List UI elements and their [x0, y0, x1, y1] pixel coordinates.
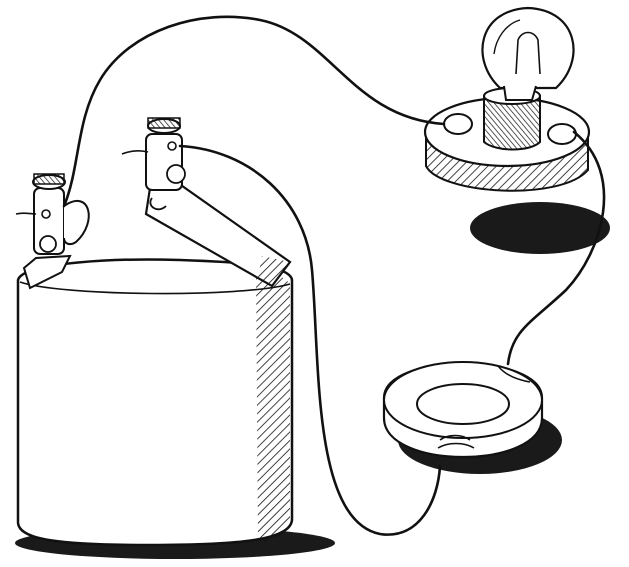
coil-windings-front	[437, 434, 475, 449]
bulb-socket	[423, 87, 610, 254]
clip-wire-stub	[15, 212, 37, 215]
lever-pivot	[149, 197, 167, 211]
lever-hole	[167, 141, 177, 151]
coil-windings-right	[497, 365, 531, 383]
bulb-glint	[493, 19, 521, 55]
lever-nut	[166, 164, 186, 184]
coil-hole	[416, 383, 510, 425]
wire-left-terminal-to-socket	[62, 15, 446, 208]
battery-cell	[15, 258, 335, 559]
clip-base	[22, 254, 72, 290]
clip-nut	[39, 235, 57, 253]
lever-screw-knurl	[147, 117, 181, 129]
socket-screw-right	[547, 123, 577, 145]
socket-screw-left	[443, 113, 473, 135]
clip-wing	[63, 199, 90, 246]
wire-socket-to-coil	[506, 130, 606, 366]
bulb-glass	[481, 6, 575, 90]
lever-wire-stub	[121, 149, 149, 155]
clip-screw-knurl	[33, 173, 65, 185]
connecting-wire	[62, 15, 606, 536]
wire-lever-to-coil	[178, 144, 442, 536]
battery-body	[16, 258, 294, 547]
wire-coil	[382, 361, 562, 474]
socket-shadow	[470, 202, 610, 254]
lever-arm-shading	[258, 256, 290, 286]
clip-hole	[41, 209, 51, 219]
terminal-lever-right	[121, 117, 292, 288]
bulb-filament	[515, 31, 541, 75]
bulb-neck	[503, 85, 537, 101]
bulb-holder	[483, 95, 541, 151]
light-bulb	[481, 6, 575, 101]
terminal-clip-left	[15, 173, 90, 290]
battery-side-shading	[256, 270, 290, 543]
